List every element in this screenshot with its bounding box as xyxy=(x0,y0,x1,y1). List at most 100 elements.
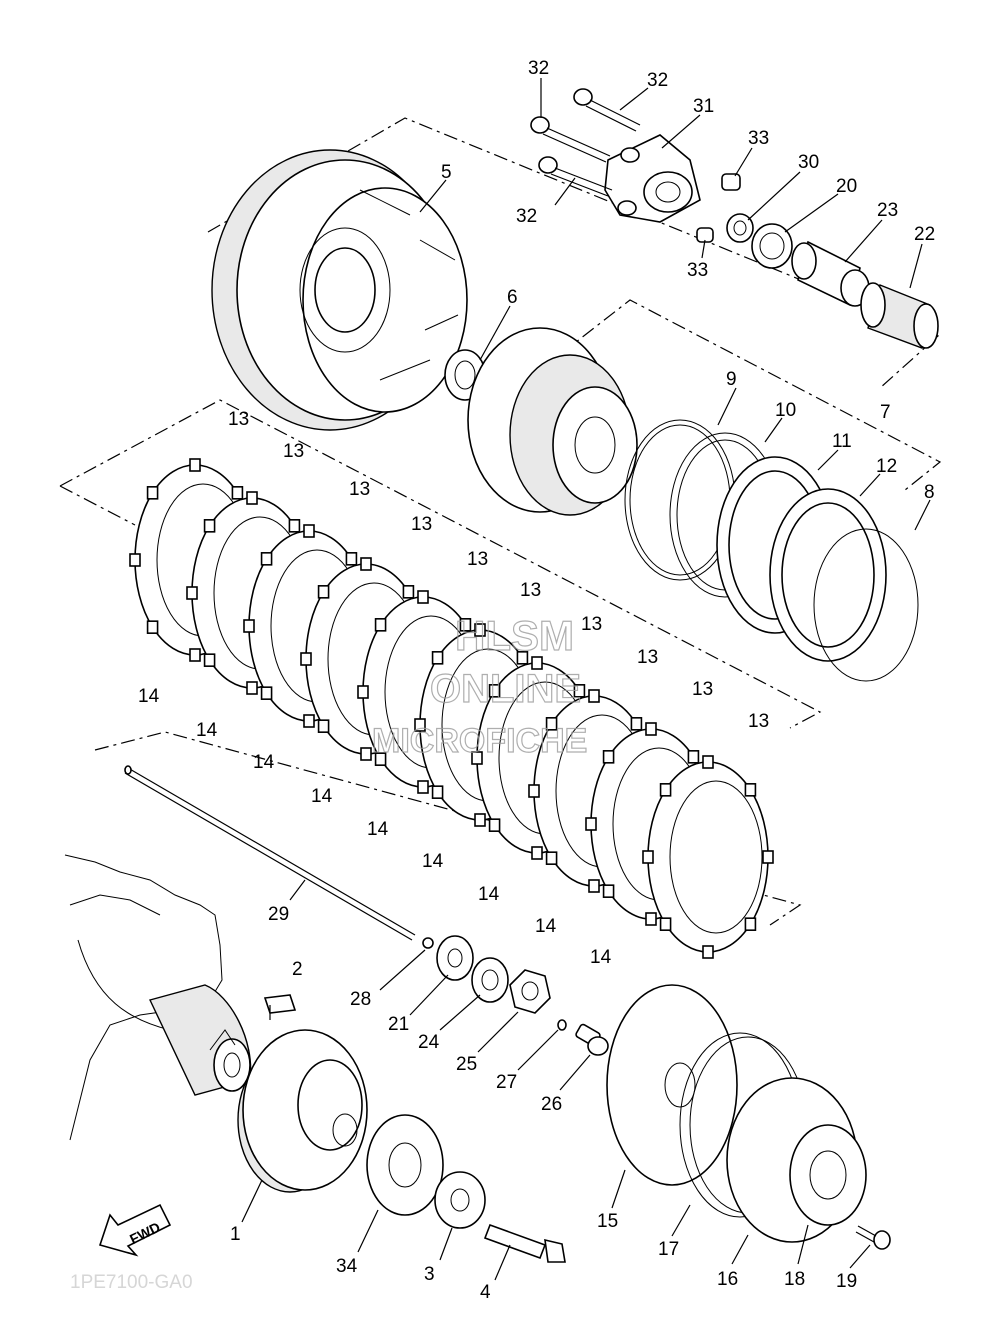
plate-tab xyxy=(246,491,258,505)
bolt-32-lower xyxy=(538,156,613,197)
plate-tab xyxy=(317,585,330,599)
plate-tab xyxy=(588,689,600,703)
plate-tab xyxy=(528,784,540,798)
callout-1: 1 xyxy=(230,1224,241,1245)
clutch-boss xyxy=(467,327,638,516)
callout-3: 3 xyxy=(424,1264,435,1285)
plate-tab xyxy=(588,879,600,893)
callout-10: 10 xyxy=(775,400,796,421)
callout-13b: 13 xyxy=(283,441,304,462)
plate-tab xyxy=(459,618,472,632)
plate-tab xyxy=(488,684,501,698)
plate-tab xyxy=(744,783,757,797)
callout-29: 29 xyxy=(268,904,289,925)
callout-33a: 33 xyxy=(748,128,769,149)
plate-tab xyxy=(474,813,486,827)
plate-tab xyxy=(516,651,529,665)
callout-15: 15 xyxy=(597,1211,618,1232)
pressure-plate-15 xyxy=(606,984,738,1186)
plate-tab xyxy=(246,681,258,695)
callout-13a: 13 xyxy=(228,409,249,430)
callout-22: 22 xyxy=(914,224,935,245)
leader-lines-lower xyxy=(241,879,871,1281)
callout-19: 19 xyxy=(836,1271,857,1292)
plate-tab xyxy=(531,846,543,860)
sleeve-23 xyxy=(791,240,870,307)
callout-13f: 13 xyxy=(520,580,541,601)
callout-5: 5 xyxy=(441,162,452,183)
plate-tab xyxy=(231,486,244,500)
callout-14b: 14 xyxy=(196,720,218,741)
callout-32c: 32 xyxy=(516,206,537,227)
callout-9: 9 xyxy=(726,369,737,390)
callout-8: 8 xyxy=(924,482,935,503)
plate-tab xyxy=(602,750,615,764)
bolt-4 xyxy=(483,1223,566,1263)
washer-30 xyxy=(726,213,754,243)
plate-tab xyxy=(488,818,501,832)
callout-14h: 14 xyxy=(535,916,557,937)
plate-tab xyxy=(474,623,486,637)
callout-2: 2 xyxy=(292,959,303,980)
callout-21: 21 xyxy=(388,1014,409,1035)
plate-tab xyxy=(431,651,444,665)
ring-27 xyxy=(557,1019,567,1031)
leader-lines xyxy=(419,78,931,531)
plate-tab xyxy=(203,653,216,667)
watermark-line3: MICROFICHE xyxy=(372,722,587,760)
plate-tab xyxy=(300,652,312,666)
plate-tab xyxy=(414,718,426,732)
release-bracket xyxy=(604,134,701,223)
callout-labels: 32 32 31 33 30 20 23 22 32 33 5 6 9 10 7… xyxy=(138,58,935,1303)
watermark: HLSM ONLINE MICROFICHE xyxy=(371,611,588,760)
callout-14f: 14 xyxy=(422,851,444,872)
plate-tab xyxy=(374,752,387,766)
plate-tab xyxy=(243,619,255,633)
washer-21 xyxy=(436,935,474,981)
plate-tab xyxy=(360,747,372,761)
fwd-marker: FWD xyxy=(98,1203,172,1257)
plate-tab xyxy=(189,648,201,662)
callout-18: 18 xyxy=(784,1269,805,1290)
plate-tab xyxy=(573,684,586,698)
callout-14e: 14 xyxy=(367,819,389,840)
diagram-code: 1PE7100-GA0 xyxy=(70,1272,193,1293)
callout-16: 16 xyxy=(717,1269,738,1290)
callout-31: 31 xyxy=(693,96,714,117)
plate-tab xyxy=(642,850,654,864)
callout-12: 12 xyxy=(876,456,897,477)
primary-drive-gear-1 xyxy=(237,1029,368,1193)
callout-13c: 13 xyxy=(349,479,370,500)
ball-28 xyxy=(422,937,434,949)
callout-13h: 13 xyxy=(637,647,658,668)
crankcase-outline xyxy=(64,854,252,1141)
oil-seal-20 xyxy=(751,223,793,269)
plate-tab xyxy=(630,717,643,731)
plate-tab xyxy=(545,717,558,731)
watermark-line2: ONLINE xyxy=(430,667,581,711)
plate-tab xyxy=(189,458,201,472)
callout-32b: 32 xyxy=(647,70,668,91)
callout-17: 17 xyxy=(658,1239,679,1260)
callout-11: 11 xyxy=(832,431,852,452)
plate-tab xyxy=(345,552,358,566)
plate-tab xyxy=(471,751,483,765)
callout-28: 28 xyxy=(350,989,371,1010)
plate-tab xyxy=(288,519,301,533)
callout-32a: 32 xyxy=(528,58,549,79)
plate-tab xyxy=(260,552,273,566)
callout-14i: 14 xyxy=(590,947,612,968)
plate-tab xyxy=(260,686,273,700)
plate-tab xyxy=(317,719,330,733)
callout-30: 30 xyxy=(798,152,819,173)
clutch-plate-14 xyxy=(669,780,763,934)
plate-tab xyxy=(702,945,714,959)
bolt-26 xyxy=(575,1023,609,1056)
plate-tab xyxy=(645,912,657,926)
callout-6: 6 xyxy=(507,287,518,308)
callout-27: 27 xyxy=(496,1072,517,1093)
plate-tab xyxy=(431,785,444,799)
callout-14a: 14 xyxy=(138,686,160,707)
plate-tab xyxy=(357,685,369,699)
plate-tab xyxy=(702,755,714,769)
